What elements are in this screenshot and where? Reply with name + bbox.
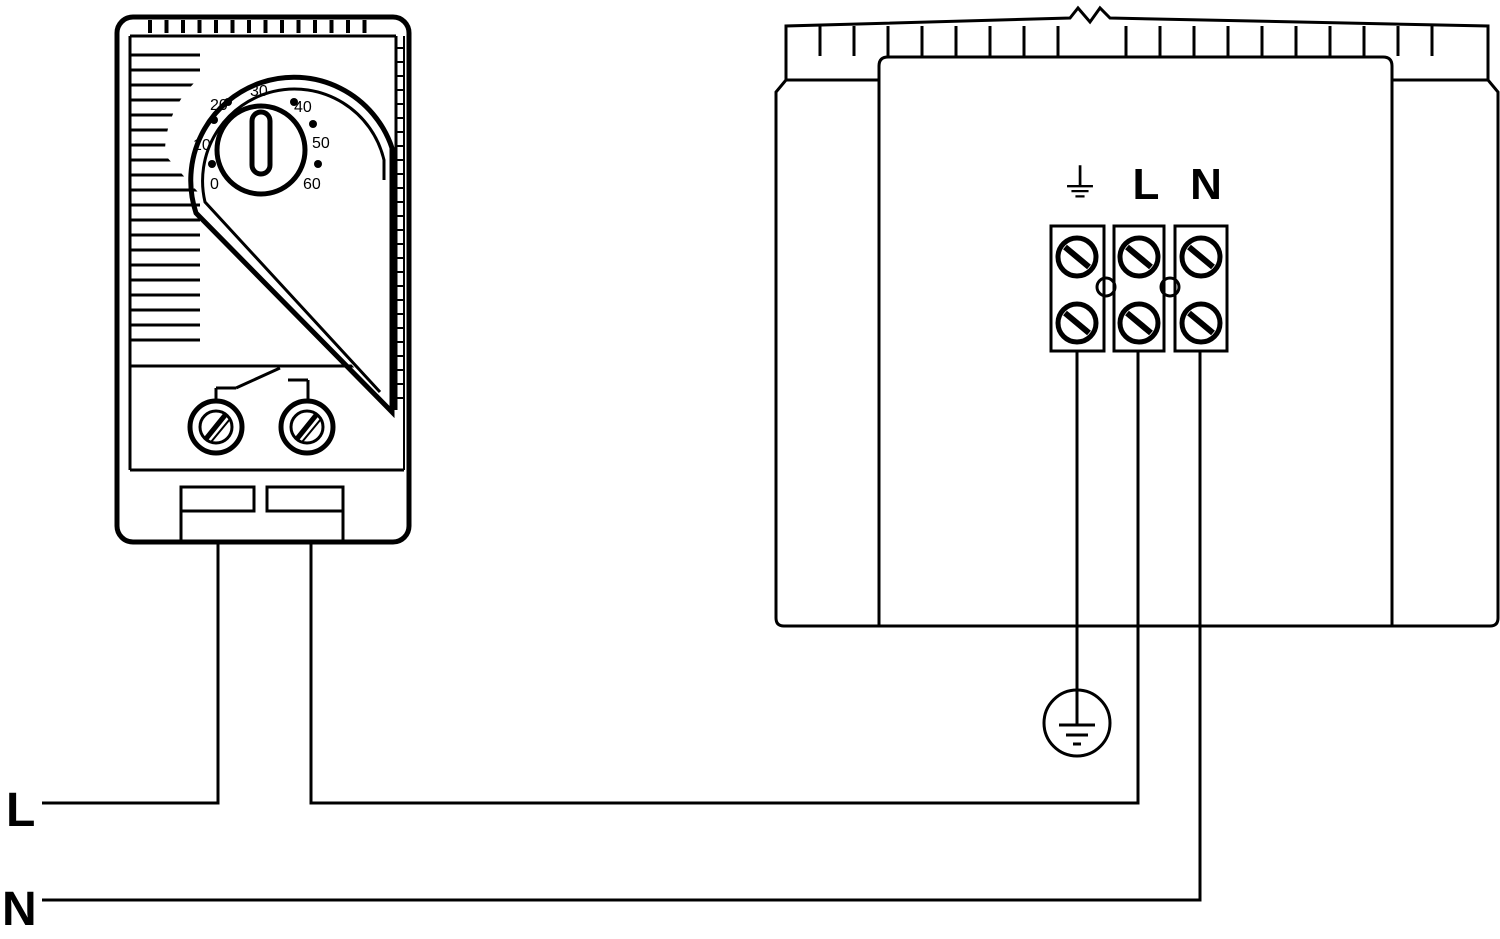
thermostat-top-vents	[148, 20, 367, 33]
supply-neutral-label: N	[2, 883, 37, 936]
thermostat-cable-clamp	[179, 485, 345, 542]
wire-line-supply	[42, 542, 220, 805]
wire-switched-line	[309, 351, 1140, 805]
switch-contact-symbol	[214, 366, 310, 400]
knob-pointer	[249, 109, 273, 177]
dial-label-20: 20	[210, 97, 228, 114]
dial-scale-labels: 0 10 20 30 40 50 60	[193, 83, 330, 193]
dial-label-0: 0	[210, 176, 219, 193]
neutral-terminal-label: N	[1190, 160, 1222, 209]
heater-fins	[818, 26, 1434, 56]
wiring	[42, 351, 1202, 902]
dial-housing-inner	[201, 87, 386, 394]
dial-label-30: 30	[250, 83, 268, 100]
wire-neutral-supply	[42, 351, 1202, 902]
thermostat-housing	[114, 14, 412, 545]
temperature-knob[interactable]	[214, 103, 308, 197]
earth-terminal-label: ⏚	[1060, 161, 1100, 207]
heater-terminal-labels: ⏚ L N	[1060, 160, 1222, 209]
supply-line-label: L	[6, 784, 35, 837]
dial-housing	[164, 54, 392, 411]
heater-body	[774, 55, 1500, 628]
thermostat-side-vents	[130, 47, 404, 399]
dial-scale-dots	[208, 98, 322, 168]
thermostat: 0 10 20 30 40 50 60	[114, 14, 412, 545]
thermostat-screw-terminal-2[interactable]	[278, 398, 336, 456]
dial-housing-outer	[188, 74, 395, 419]
dial-label-10: 10	[193, 137, 211, 154]
dial-label-60: 60	[303, 176, 321, 193]
dial-label-40: 40	[294, 99, 312, 116]
heater-fins-outline	[784, 5, 1490, 80]
heater: ⏚ L N	[774, 5, 1500, 628]
protective-earth-symbol	[1042, 688, 1112, 758]
thermostat-screw-terminal-1[interactable]	[187, 398, 245, 456]
heater-terminal-block	[1049, 224, 1229, 353]
dial-label-50: 50	[312, 135, 330, 152]
line-terminal-label: L	[1133, 160, 1160, 209]
